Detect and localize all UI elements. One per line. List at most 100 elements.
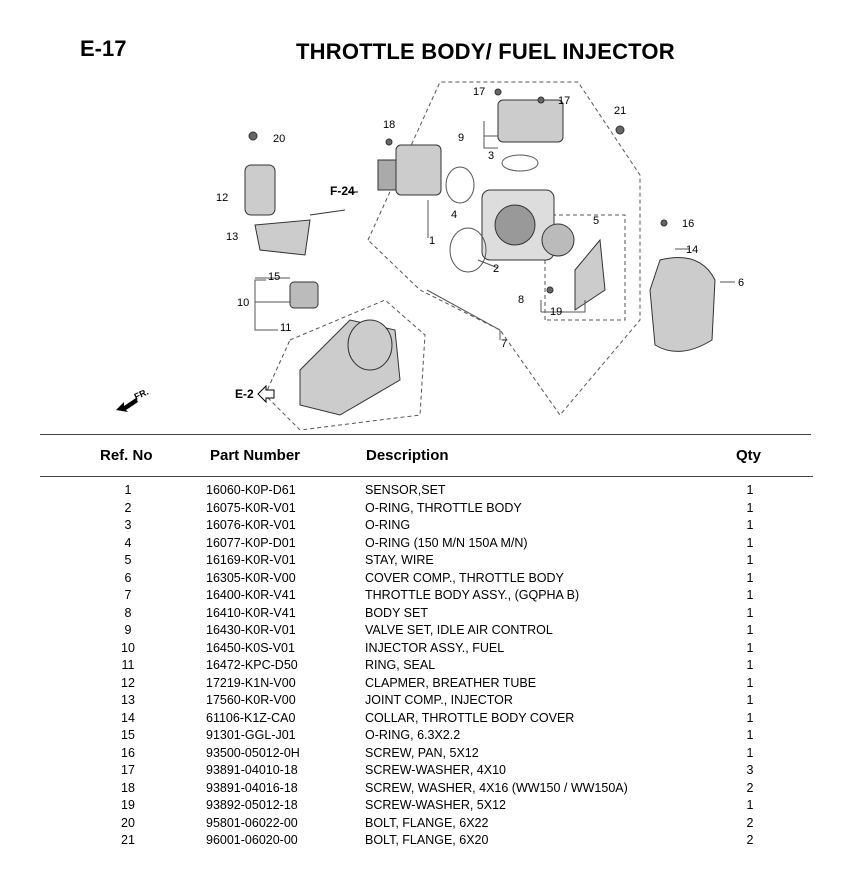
ref-no-cell: 9 bbox=[124, 623, 132, 637]
qty-cell: 1 bbox=[746, 588, 754, 602]
description-cell: O-RING (150 M/N 150A M/N) bbox=[365, 535, 528, 550]
qty-cell: 1 bbox=[746, 728, 754, 742]
description-cell: SCREW-WASHER, 4X10 bbox=[365, 763, 507, 777]
part-number-cell: 93892-05012-18 bbox=[206, 798, 298, 812]
qty-cell: 1 bbox=[746, 553, 754, 567]
ref-no-cell: 18 bbox=[121, 780, 135, 795]
callout-16: 16 bbox=[682, 218, 694, 230]
arrow-e2-icon bbox=[257, 384, 275, 404]
callout-13: 13 bbox=[226, 231, 238, 243]
callout-21: 21 bbox=[614, 105, 626, 117]
description-cell: VALVE SET, IDLE AIR CONTROL bbox=[365, 623, 553, 637]
qty-cell: 3 bbox=[746, 763, 754, 777]
qty-cell: 1 bbox=[746, 658, 754, 672]
callout-1: 1 bbox=[429, 235, 435, 247]
qty-cell: 1 bbox=[746, 535, 754, 550]
sensor-set bbox=[377, 144, 442, 196]
part-number-cell: 93500-05012-0H bbox=[206, 745, 300, 760]
ref-no-cell: 4 bbox=[124, 535, 132, 550]
ref-no-cell: 8 bbox=[124, 605, 132, 620]
qty-cell: 1 bbox=[746, 710, 754, 725]
callout-18: 18 bbox=[383, 119, 395, 131]
part-number-cell: 16450-K0S-V01 bbox=[206, 640, 295, 655]
ref-e2: E-2 bbox=[235, 387, 254, 401]
qty-cell: 1 bbox=[746, 623, 754, 637]
wire-stay bbox=[574, 238, 606, 311]
o-ring-4 bbox=[445, 166, 475, 204]
callout-2: 2 bbox=[493, 263, 499, 275]
ref-no-cell: 1 bbox=[124, 483, 132, 497]
part-number-cell: 17219-K1N-V00 bbox=[206, 675, 296, 690]
ref-no-cell: 2 bbox=[124, 500, 132, 515]
callout-12: 12 bbox=[216, 192, 228, 204]
qty-cell: 1 bbox=[746, 798, 754, 812]
description-cell: SCREW-WASHER, 5X12 bbox=[365, 798, 507, 812]
description-cell: STAY, WIRE bbox=[365, 553, 434, 567]
ref-no-cell: 11 bbox=[121, 658, 135, 672]
qty-cell: 2 bbox=[746, 780, 754, 795]
header-qty: Qty bbox=[736, 447, 762, 464]
callout-10: 10 bbox=[237, 297, 249, 309]
part-number-cell: 16077-K0P-D01 bbox=[206, 535, 296, 550]
part-number-cell: 61106-K1Z-CA0 bbox=[206, 710, 296, 725]
callout-4: 4 bbox=[451, 209, 457, 221]
qty-cell: 1 bbox=[746, 483, 754, 497]
ref-no-cell: 15 bbox=[121, 728, 135, 742]
part-number-cell: 93891-04010-18 bbox=[206, 763, 298, 777]
screw-17b bbox=[537, 96, 545, 104]
o-ring-3 bbox=[501, 154, 539, 172]
callout-8: 8 bbox=[518, 294, 524, 306]
description-cell: RING, SEAL bbox=[365, 658, 436, 672]
description-cell: O-RING, THROTTLE BODY bbox=[365, 500, 522, 515]
part-number-cell: 16169-K0R-V01 bbox=[206, 553, 296, 567]
callout-17a: 17 bbox=[473, 86, 485, 98]
description-cell: CLAPMER, BREATHER TUBE bbox=[365, 675, 537, 690]
ref-no-cell: 10 bbox=[121, 640, 135, 655]
assembly-outline bbox=[367, 81, 641, 416]
header-description: Description bbox=[366, 447, 449, 464]
callout-6: 6 bbox=[738, 277, 744, 289]
table-header-rule bbox=[40, 476, 813, 477]
description-cell: BOLT, FLANGE, 6X22 bbox=[365, 815, 489, 830]
callout-7: 7 bbox=[501, 338, 507, 350]
ref-no-cell: 17 bbox=[121, 763, 135, 777]
description-cell: O-RING bbox=[365, 518, 411, 532]
part-number-cell: 16410-K0R-V41 bbox=[206, 605, 296, 620]
callout-11: 11 bbox=[280, 322, 291, 334]
throttle-cover bbox=[649, 257, 716, 352]
ref-no-cell: 3 bbox=[124, 518, 132, 532]
qty-cell: 1 bbox=[746, 570, 754, 585]
page-title: THROTTLE BODY/ FUEL INJECTOR bbox=[296, 39, 675, 64]
o-ring-2 bbox=[449, 227, 487, 273]
description-cell: SCREW, PAN, 5X12 bbox=[365, 745, 479, 760]
description-cell: O-RING, 6.3X2.2 bbox=[365, 728, 461, 742]
part-number-cell: 16305-K0R-V00 bbox=[206, 570, 296, 585]
callout-3: 3 bbox=[488, 150, 494, 162]
header-part-number: Part Number bbox=[210, 447, 301, 464]
ref-no-cell: 7 bbox=[124, 588, 132, 602]
ref-no-cell: 13 bbox=[121, 693, 135, 707]
bolt-20 bbox=[248, 131, 258, 141]
description-cell: INJECTOR ASSY., FUEL bbox=[365, 640, 505, 655]
table-row: 4 16077-K0P-D01 O-RING (150 M/N 150A M/N) 1 bbox=[0, 536, 861, 553]
part-number-cell: 16400-K0R-V41 bbox=[206, 588, 296, 602]
part-number-cell: 17560-K0R-V00 bbox=[206, 693, 296, 707]
exploded-parts-diagram: 17 17 21 18 20 9 3 12 4 5 16 13 1 14 2 6… bbox=[116, 81, 744, 430]
qty-cell: 1 bbox=[746, 693, 754, 707]
qty-cell: 1 bbox=[746, 518, 754, 532]
part-number-cell: 93891-04016-18 bbox=[206, 780, 298, 795]
